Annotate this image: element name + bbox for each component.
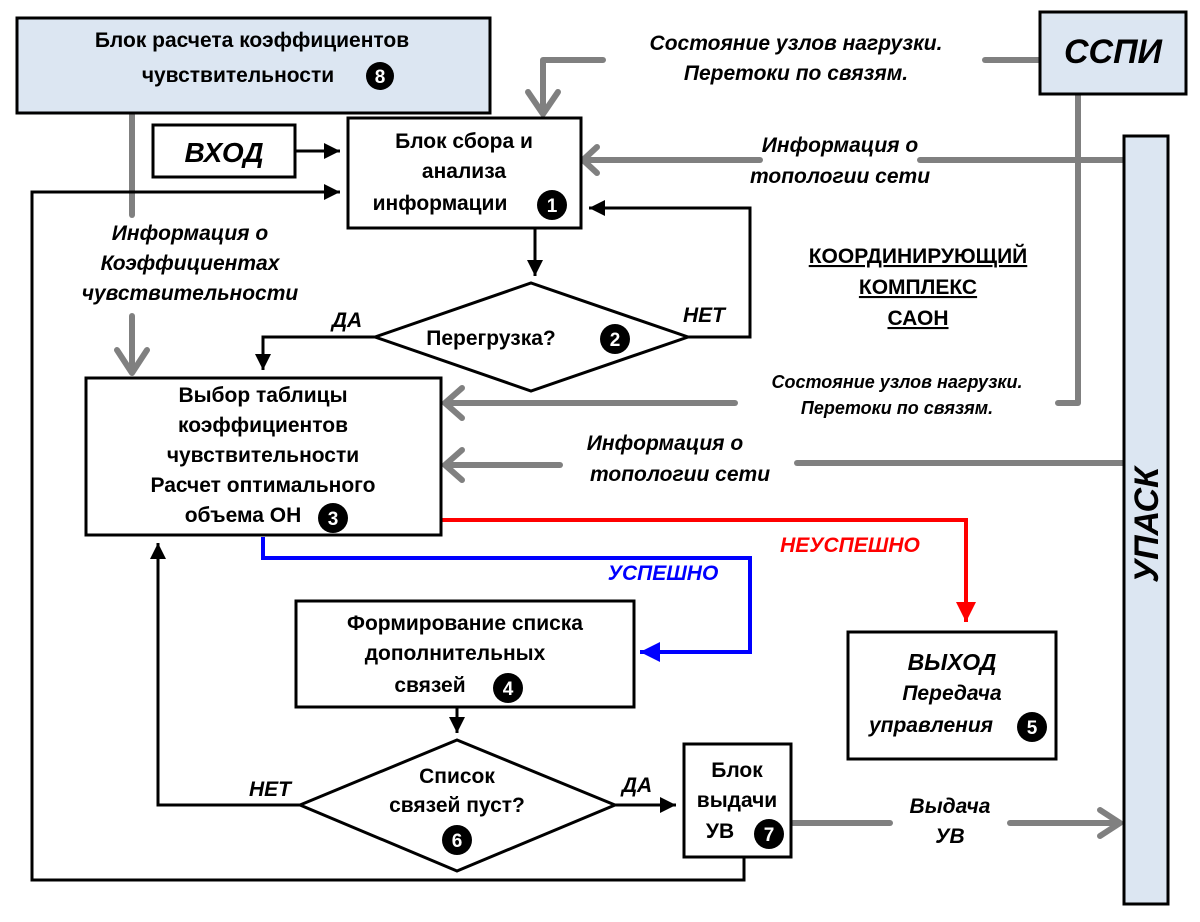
block-3-box: [84, 376, 443, 537]
label-state-top-line2: Перетоки по связям.: [684, 62, 908, 85]
number-badge-1-text: 1: [547, 196, 558, 217]
upask-label: УПАСК: [1128, 465, 1166, 583]
decision-2-no-label: НЕТ: [683, 304, 727, 327]
decision-6-line1: Список: [419, 765, 495, 788]
info-flows: [114, 57, 1127, 839]
block-1-line3: информации: [373, 192, 508, 215]
arrow-d2-no-b1: [589, 200, 752, 339]
block-5-exit[interactable]: ВЫХОД Передача управления 5: [846, 630, 1058, 761]
block-4-line1: Формирование списка: [347, 612, 583, 635]
number-badge-2-text: 2: [610, 330, 621, 351]
number-badge-4: [493, 673, 523, 703]
arrowhead-state-b3: [442, 385, 465, 421]
label-output-uv-line1: Выдача: [910, 795, 991, 818]
label-coeff-line2: Коэффициентах: [101, 252, 281, 275]
label-coeff-line1: Информация о: [112, 222, 269, 245]
block-8-sensitivity-calc[interactable]: Блок расчета коэффициентов чувствительно…: [15, 16, 492, 115]
block-5-line2: Передача: [902, 682, 1002, 705]
arrowhead-coeff-b3: [114, 347, 150, 376]
label-topology-mid-line1: Информация о: [587, 432, 744, 455]
label-state-mid-line2: Перетоки по связям.: [801, 398, 993, 418]
sspi-box: [1038, 10, 1188, 96]
arrow-d6-no-b3: [150, 543, 300, 807]
number-badge-3-text: 3: [328, 509, 339, 530]
number-badge-6: [442, 825, 472, 855]
number-badge-6-text: 6: [452, 831, 463, 852]
arrow-b7-loop-b1: [30, 184, 746, 882]
block-upask[interactable]: УПАСК: [1122, 134, 1170, 906]
arrowhead-topology-b3: [442, 447, 465, 483]
arrow-fail-b5: [441, 518, 976, 622]
decision-2-yes-label: ДА: [330, 309, 362, 332]
label-state-top-line1: Состояние узлов нагрузки.: [650, 32, 943, 55]
block-3-line5: объема ОН: [185, 504, 302, 527]
arrowhead-uv-upask: [1097, 807, 1123, 839]
number-badge-2: [600, 324, 630, 354]
arrowhead-state-b1: [525, 89, 561, 117]
label-state-mid-line1: Состояние узлов нагрузки.: [771, 372, 1022, 392]
block-7-uv-output[interactable]: Блок выдачи УВ 7: [682, 742, 793, 859]
control-flows: [30, 143, 752, 882]
decision-6-list-empty[interactable]: Список связей пуст? 6 НЕТ ДА: [249, 738, 652, 873]
label-success: УСПЕШНО: [608, 562, 719, 585]
number-badge-3: [318, 503, 348, 533]
number-badge-8-text: 8: [375, 67, 386, 88]
input-label: ВХОД: [184, 137, 263, 168]
block-sspi[interactable]: ССПИ: [1038, 10, 1188, 96]
arrowhead-topology-b1: [580, 144, 600, 176]
label-coordinator-line1: КООРДИНИРУЮЩИЙ: [809, 244, 1028, 268]
number-badge-4-text: 4: [503, 679, 514, 700]
label-fail: НЕУСПЕШНО: [780, 534, 920, 557]
label-topology-mid-line2: топологии сети: [590, 463, 770, 486]
label-topology-top-line1: Информация о: [762, 134, 919, 157]
block-1-line1: Блок сбора и: [395, 130, 533, 153]
block-4-list-forming[interactable]: Формирование списка дополнительных связе…: [294, 599, 636, 709]
block-8-line1: Блок расчета коэффициентов: [95, 29, 409, 52]
number-badge-1: [537, 190, 567, 220]
decision-6-diamond: [296, 738, 619, 873]
upask-box: [1122, 134, 1170, 906]
input-box: [151, 123, 297, 179]
label-coordinator-line3: САОН: [887, 307, 948, 330]
block-4-box: [294, 599, 636, 709]
block-7-line3: УВ: [706, 820, 734, 843]
number-badge-8: [366, 62, 394, 90]
decision-6-no-label: НЕТ: [249, 778, 293, 801]
label-topology-top-line2: топологии сети: [750, 165, 930, 188]
flow-sspi-state-left: [540, 57, 606, 115]
number-badge-7-text: 7: [764, 825, 775, 846]
label-coeff-line3: чувствительности: [82, 282, 299, 305]
number-badge-5: [1017, 712, 1047, 742]
block-1-line2: анализа: [422, 160, 506, 183]
block-1-info-collect[interactable]: Блок сбора и анализа информации 1: [346, 116, 583, 230]
arrow-d2-yes-b3: [255, 335, 375, 370]
flow-sspi-vertical: [1055, 92, 1081, 406]
arrow-success-b4: [261, 537, 752, 662]
number-badge-5-text: 5: [1027, 718, 1038, 739]
decision-2-diamond: [370, 281, 693, 393]
block-8-box: [15, 16, 492, 115]
block-input[interactable]: ВХОД: [151, 123, 297, 179]
block-3-line1: Выбор таблицы: [178, 384, 347, 407]
block-5-box: [846, 630, 1058, 761]
block-3-line2: коэффициентов: [178, 414, 348, 437]
block-4-line2: дополнительных: [365, 642, 546, 665]
block-3-table-selection[interactable]: Выбор таблицы коэффициентов чувствительн…: [84, 376, 443, 537]
block-3-line4: Расчет оптимального: [151, 474, 376, 497]
number-badge-7: [754, 819, 784, 849]
block-5-line3: управления: [868, 714, 993, 737]
decision-2-overload[interactable]: Перегрузка? 2 ДА НЕТ: [330, 281, 727, 393]
sspi-label: ССПИ: [1064, 33, 1164, 71]
block-8-line2: чувствительности: [142, 64, 334, 87]
decision-6-line2: связей пуст?: [389, 794, 525, 817]
block-7-line1: Блок: [711, 759, 763, 782]
block-7-line2: выдачи: [697, 789, 777, 812]
decision-6-yes-label: ДА: [620, 774, 652, 797]
block-3-line3: чувствительности: [167, 444, 359, 467]
block-4-line3: связей: [394, 674, 465, 697]
label-coordinator-line2: КОМПЛЕКС: [859, 276, 977, 299]
block-5-line1: ВЫХОД: [908, 649, 997, 675]
label-output-uv-line2: УВ: [935, 825, 964, 848]
decision-2-label: Перегрузка?: [426, 327, 555, 350]
